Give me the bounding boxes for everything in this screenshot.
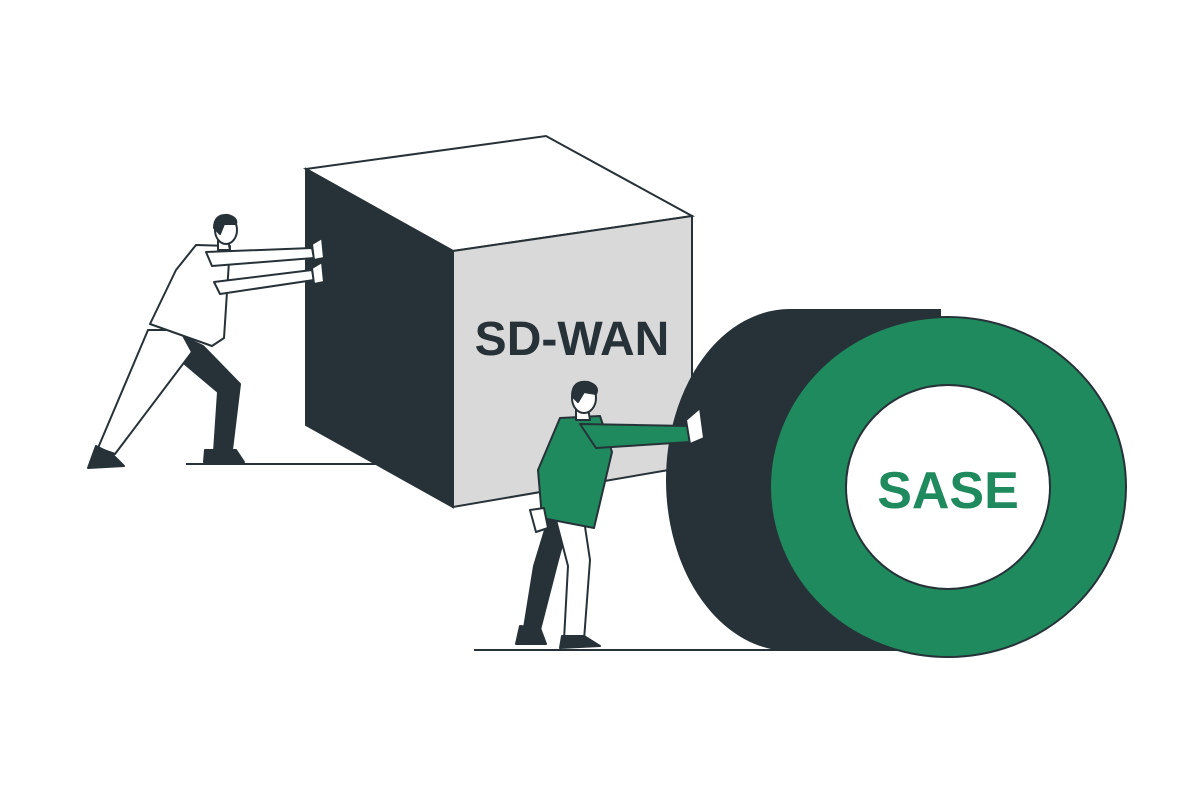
sdwan-cube: SD-WAN [302, 134, 696, 509]
person-left-back-shoe [203, 449, 245, 463]
wheel-label: SASE [877, 462, 1019, 520]
person-left-hand-top [311, 237, 325, 261]
wheel-center [845, 384, 1051, 590]
person-left-hair [213, 213, 238, 235]
person-right-hand [685, 407, 705, 445]
cube-label: SD-WAN [475, 313, 670, 366]
person-left-hand-bottom [311, 261, 325, 285]
person-right-hair [571, 380, 598, 403]
person-right-front-shoe [559, 635, 601, 649]
person-right-back-shoe [515, 625, 547, 645]
person-left-front-leg [97, 329, 193, 455]
sase-wheel: SASE [666, 309, 1127, 658]
person-right [515, 380, 705, 649]
person-right-front-leg [555, 519, 591, 641]
person-right-lower-hand [529, 507, 549, 533]
person-left [87, 213, 325, 469]
person-left-front-shoe [87, 445, 125, 469]
